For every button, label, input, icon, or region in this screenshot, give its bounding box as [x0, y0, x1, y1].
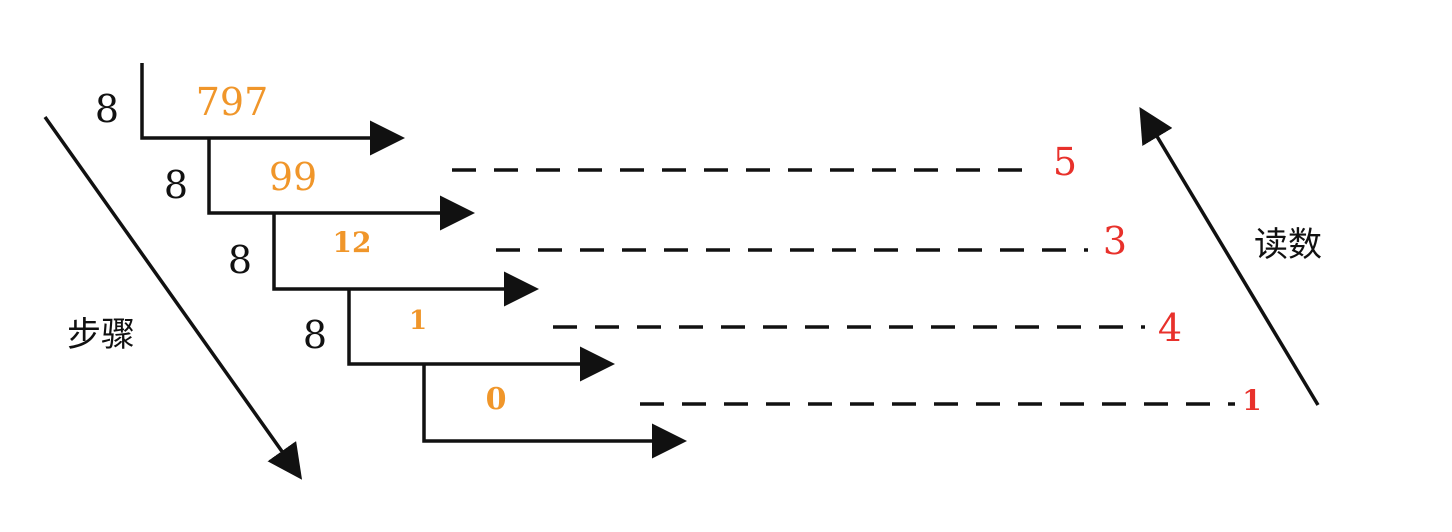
divisor-label: 8 — [164, 163, 188, 207]
division-bracket — [422, 365, 687, 459]
quotient-label: 12 — [333, 226, 372, 259]
remainder-label: 3 — [1103, 219, 1127, 263]
steps-arrow — [43, 115, 303, 480]
quotient-label: 797 — [196, 80, 269, 124]
divisor-label: 8 — [95, 87, 119, 131]
read-label: 读数 — [1254, 225, 1322, 265]
division-bracket — [140, 63, 405, 156]
division-bracket — [347, 289, 615, 382]
division-bracket — [207, 138, 475, 231]
divisor-label: 8 — [228, 238, 252, 282]
remainder-label: 1 — [1242, 384, 1261, 417]
division-bracket — [272, 213, 539, 307]
remainder-label: 4 — [1158, 306, 1182, 350]
divisor-label: 8 — [303, 313, 327, 357]
remainder-label: 5 — [1053, 140, 1077, 184]
quotient-label: 99 — [269, 155, 317, 199]
steps-label: 步骤 — [67, 315, 135, 355]
quotient-label: 0 — [486, 382, 507, 417]
quotient-label: 1 — [409, 306, 427, 336]
read-arrow — [1139, 106, 1320, 406]
